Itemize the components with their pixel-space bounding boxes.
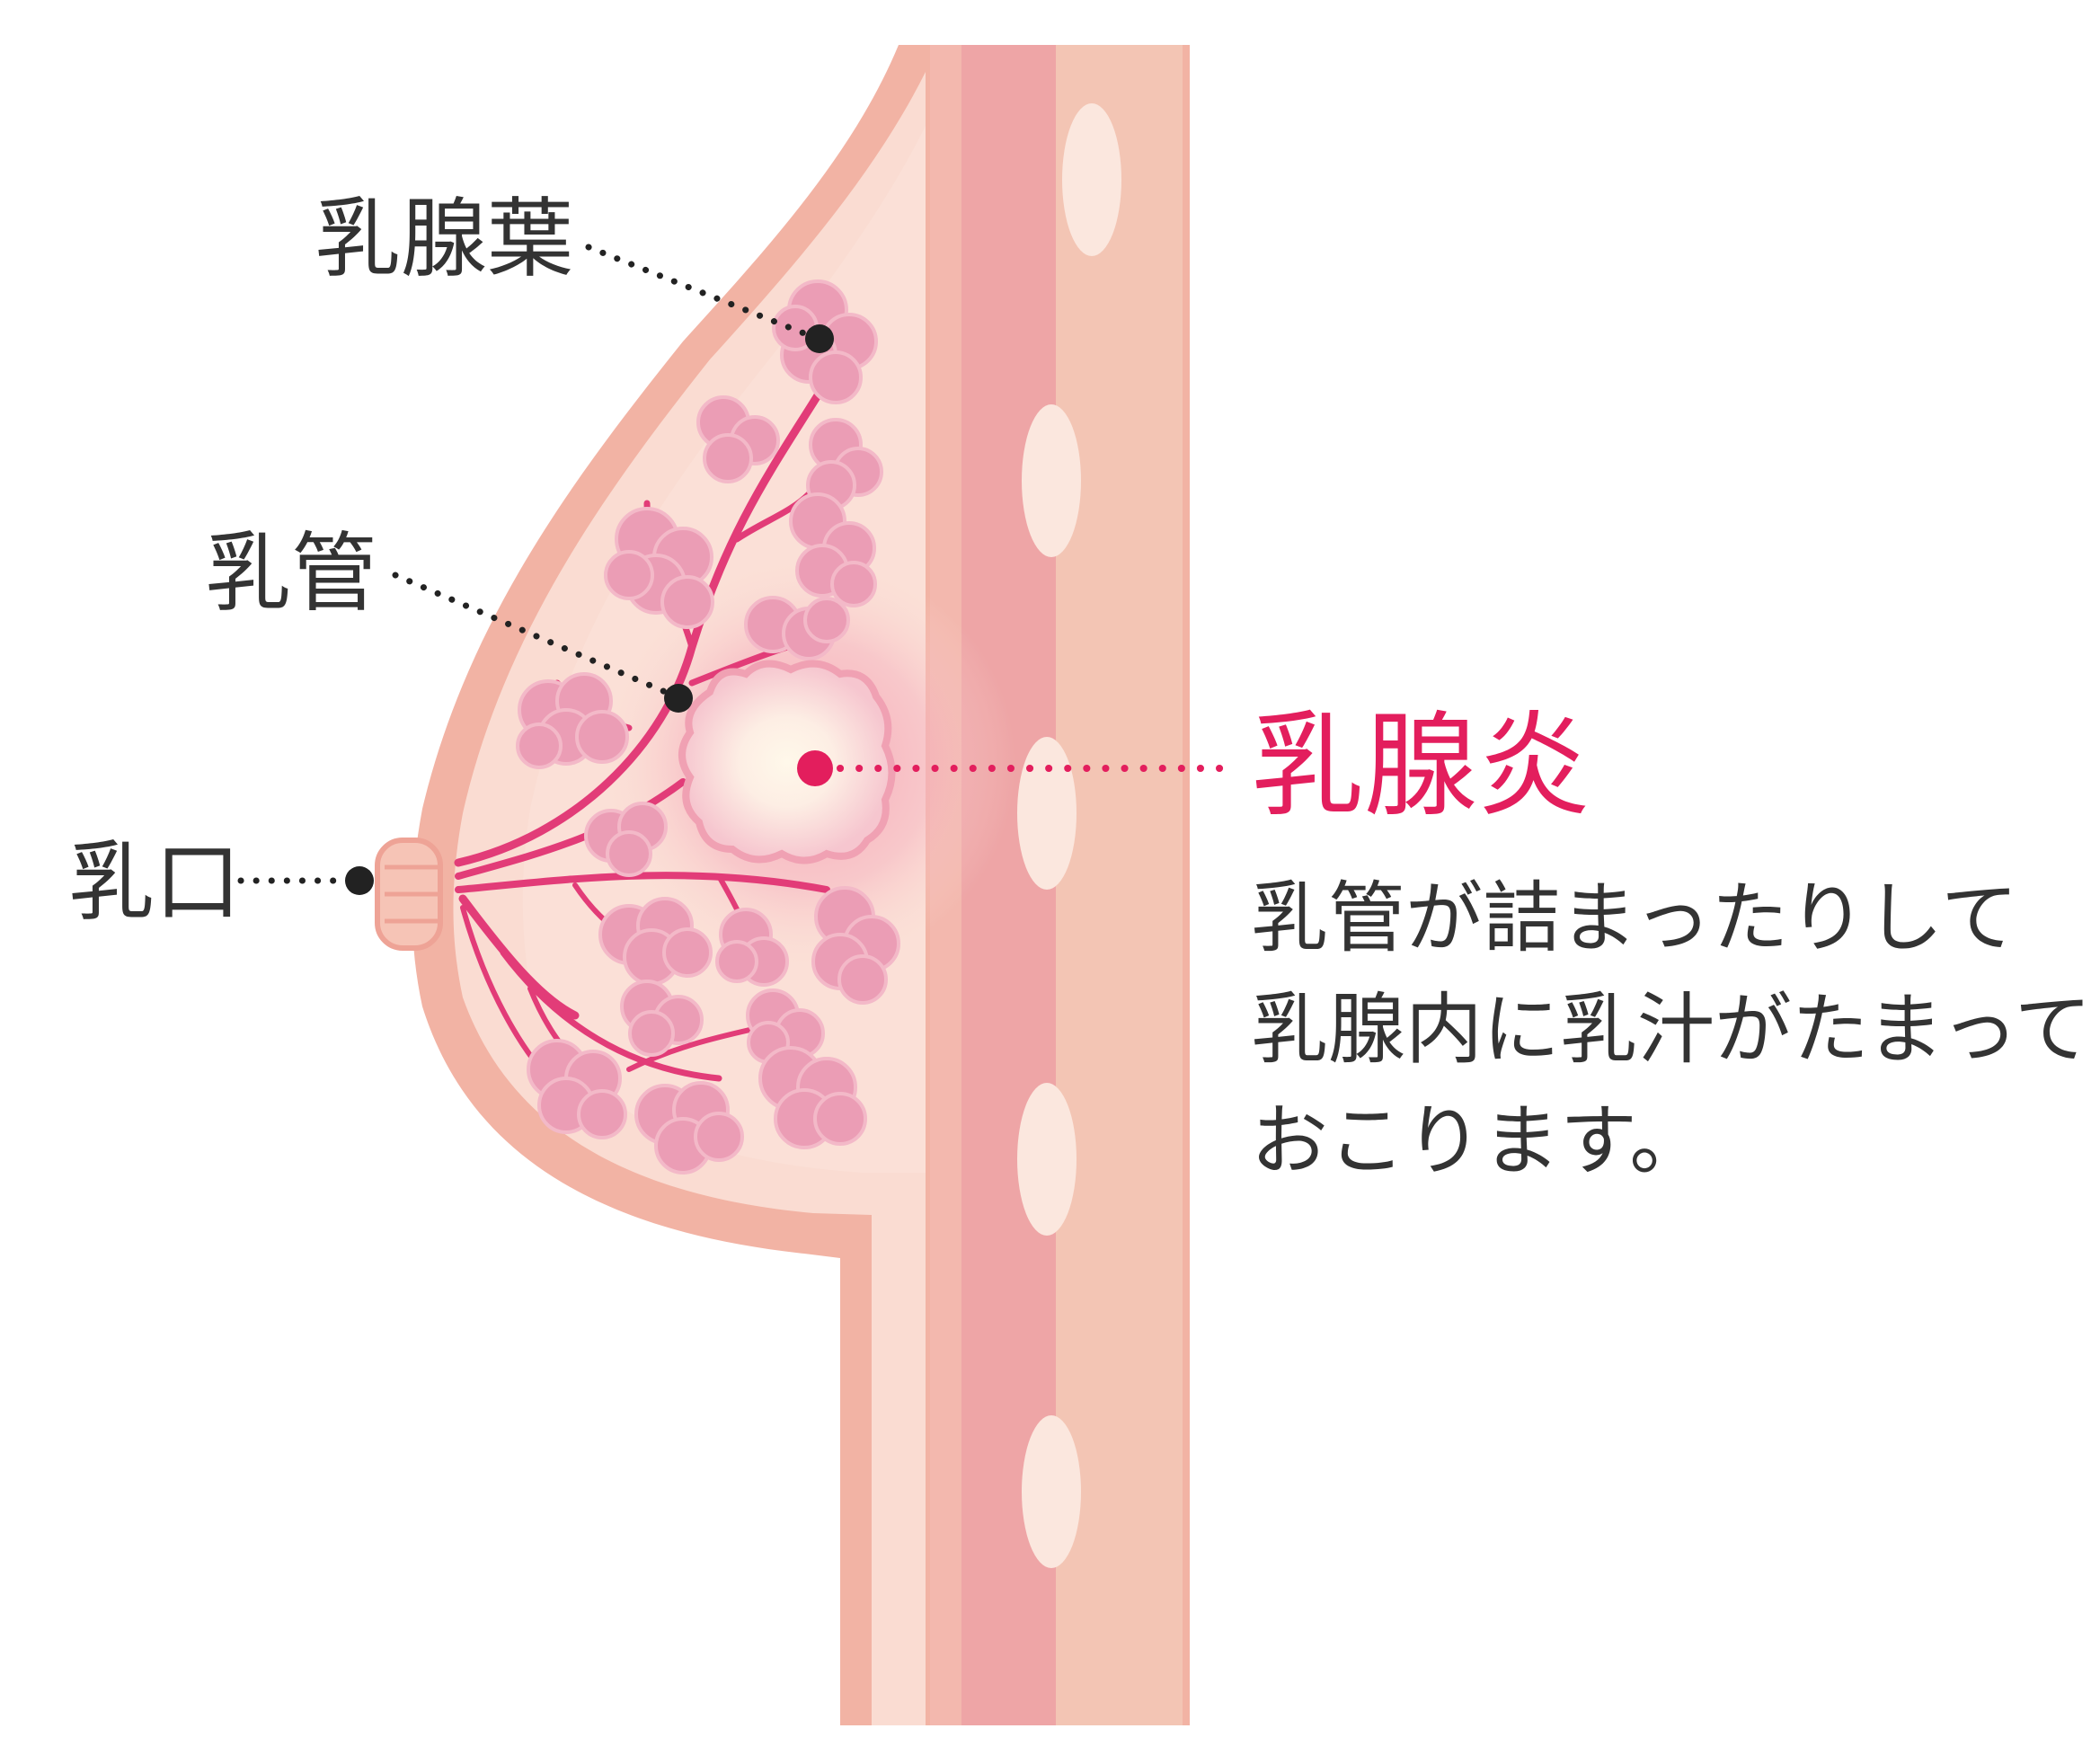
lobule [598, 897, 713, 986]
label-lobule: 乳腺葉 [315, 189, 573, 289]
rib [1017, 1083, 1077, 1236]
lobule [604, 507, 714, 629]
lobule [634, 1081, 744, 1175]
description-line: 乳管が詰まったりして [1251, 873, 2018, 963]
chest-wall [926, 45, 1190, 1725]
lobule [811, 886, 900, 1005]
description-line: 乳腺内に乳汁がたまって [1251, 985, 2092, 1075]
lobule [715, 908, 789, 987]
duct [455, 778, 687, 880]
rib [1022, 404, 1081, 557]
dot-nipple-opening [345, 866, 374, 895]
lobule [744, 596, 850, 660]
leader-dots [345, 324, 834, 895]
label-mastitis: 乳腺炎 [1251, 700, 1591, 832]
lobule [584, 802, 668, 877]
label-nipple-opening: 乳口 [68, 832, 241, 933]
leader-line-duct [392, 572, 679, 700]
lobule [516, 672, 629, 769]
lobule [696, 395, 780, 483]
rib [1017, 737, 1077, 890]
dot-lobule [805, 324, 834, 353]
lobule [620, 980, 704, 1057]
rib [1062, 103, 1121, 256]
nipple [375, 838, 443, 951]
leader-lines [237, 244, 1233, 884]
leader-line-lobule [585, 244, 817, 341]
rib [1022, 1415, 1081, 1568]
mastitis-description: 乳管が詰まったりして 乳腺内に乳汁がたまって おこります。 [1251, 863, 2092, 1197]
lobule [789, 492, 877, 607]
lobule [527, 1039, 627, 1139]
label-duct: 乳管 [205, 523, 377, 624]
description-line: おこります。 [1251, 1096, 1707, 1186]
lobule [758, 1046, 867, 1149]
ribs [1017, 103, 1121, 1568]
dot-duct [664, 684, 693, 713]
inflamed-area [678, 660, 896, 864]
gland-lobules [516, 279, 900, 1175]
dot-mastitis [797, 750, 833, 786]
duct [500, 949, 722, 1082]
